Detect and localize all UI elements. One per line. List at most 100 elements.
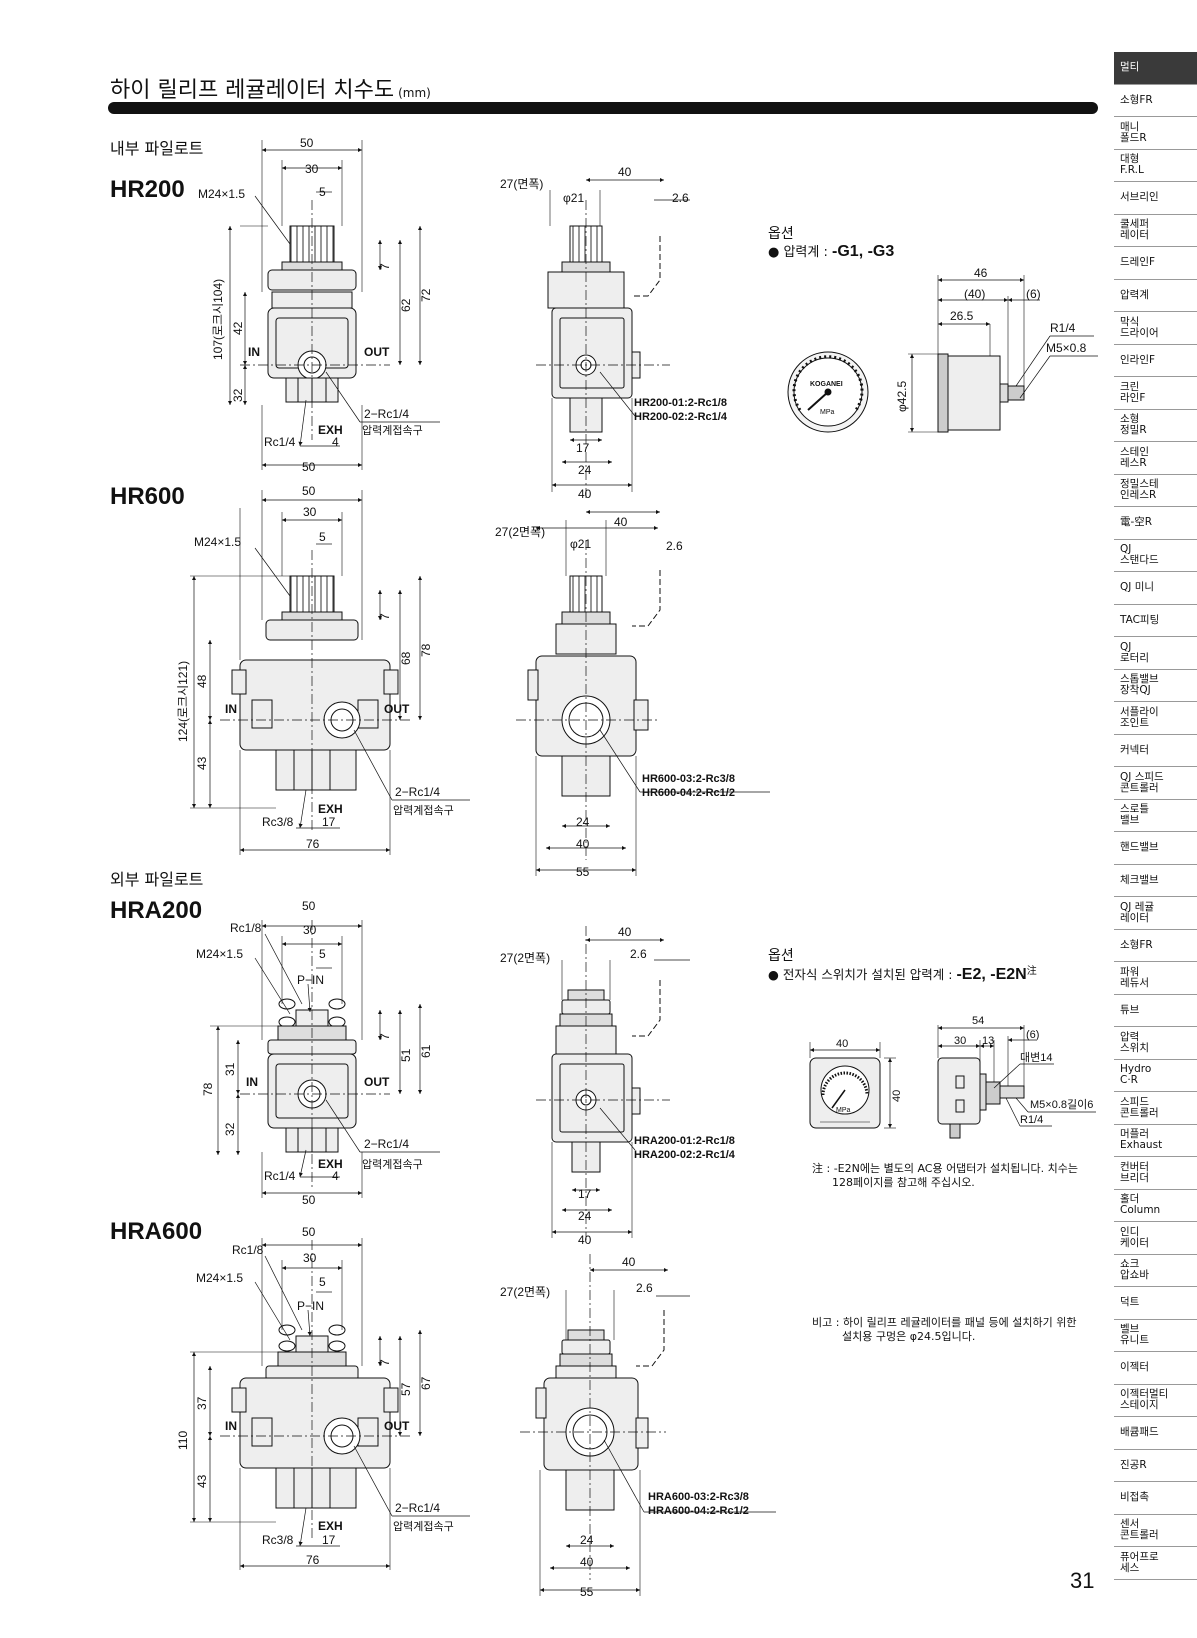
sidebar-item[interactable]: 서브리인	[1114, 182, 1197, 215]
hra600-d67: 67	[419, 1376, 433, 1390]
sidebar-item[interactable]: 센서 콘트롤러	[1114, 1514, 1197, 1547]
hr600-d48: 48	[195, 674, 209, 688]
sidebar-item[interactable]: 소형 정밀R	[1114, 409, 1197, 442]
sidebar-item[interactable]: QJ 레귤 레이터	[1114, 897, 1197, 930]
hra600-out-label: OUT	[384, 1419, 410, 1433]
hr200-side-d17: 17	[576, 441, 590, 455]
title-rule	[108, 102, 1098, 114]
sidebar-item[interactable]: 머플러 Exhaust	[1114, 1124, 1197, 1157]
sidebar-item[interactable]: 퓨어프로 세스	[1114, 1547, 1197, 1580]
sidebar-item[interactable]: 벨브 유니트	[1114, 1319, 1197, 1352]
sidebar-item[interactable]: 멀티	[1114, 52, 1197, 85]
hr600-phi21: φ21	[570, 537, 591, 551]
sidebar-item[interactable]: 컨버터 브리더	[1114, 1157, 1197, 1190]
sidebar-item[interactable]: TAC피팅	[1114, 604, 1197, 637]
sidebar-item[interactable]: 비접촉	[1114, 1482, 1197, 1515]
sidebar-item[interactable]: 인라인F	[1114, 344, 1197, 377]
hra600-rc38-label: Rc3/8	[262, 1533, 294, 1547]
hra600-rc18-label: Rc1/8	[232, 1243, 264, 1257]
sidebar-item[interactable]: 배큠패드	[1114, 1417, 1197, 1450]
model-hr200: HR200	[110, 176, 185, 203]
hra200-front-view	[210, 920, 440, 1198]
hra200-side-d17: 17	[578, 1187, 592, 1201]
option1-d46: 46	[974, 266, 988, 280]
hr200-side-d24: 24	[578, 463, 592, 477]
sidebar-item[interactable]: QJ 스피드 콘트롤러	[1114, 767, 1197, 800]
option2-front-d40v: 40	[891, 1090, 903, 1102]
page-title: 하이 릴리프 레귤레이터 치수도(mm)	[110, 78, 431, 103]
sidebar-item[interactable]: 電-空R	[1114, 507, 1197, 540]
hr200-d7: 7	[378, 263, 392, 270]
sidebar-item[interactable]: 압력계	[1114, 279, 1197, 312]
sidebar-item[interactable]: 쇼크 압쇼바	[1114, 1254, 1197, 1287]
option1-gauge-front-text: KOGANEI MPa	[810, 381, 843, 416]
hr600-h124: 124(로크시121)	[176, 661, 190, 742]
sidebar-item[interactable]: 스테인 레스R	[1114, 442, 1197, 475]
sidebar-item[interactable]: 스톱밸브 장착QJ	[1114, 669, 1197, 702]
sidebar-item[interactable]: 홀더 Column	[1114, 1189, 1197, 1222]
sidebar-item[interactable]: 스로틀 밸브	[1114, 799, 1197, 832]
sidebar-item[interactable]: 핸드밸브	[1114, 832, 1197, 865]
sidebar-item[interactable]: QJ 미니	[1114, 572, 1197, 605]
sidebar-item[interactable]: 커넥터	[1114, 734, 1197, 767]
hr600-exh-label: EXH	[318, 802, 343, 816]
hra200-d32: 32	[223, 1122, 237, 1136]
sidebar-item[interactable]: 정밀스테 인레스R	[1114, 474, 1197, 507]
hra600-side-d55: 55	[580, 1585, 594, 1599]
sidebar-item[interactable]: QJ 로터리	[1114, 637, 1197, 670]
option1-m5: M5×0.8	[1046, 341, 1087, 355]
hra600-port-04: HRA600-04:2-Rc1/2	[648, 1505, 749, 1517]
hr200-rc14-label: Rc1/4	[264, 435, 296, 449]
hr200-h107: 107(로크시104)	[211, 279, 225, 360]
sidebar-item[interactable]: 진공R	[1114, 1449, 1197, 1482]
hr200-gauge-port-label: 압력계접속구	[362, 424, 423, 437]
hr600-side-d40: 40	[614, 515, 628, 529]
hra600-d37: 37	[195, 1396, 209, 1410]
sidebar-item[interactable]: 이젝터	[1114, 1352, 1197, 1385]
hr600-gauge-port-label: 압력계접속구	[393, 804, 454, 817]
hr200-side-view	[536, 177, 690, 500]
hra200-in-label: IN	[246, 1075, 258, 1089]
sidebar-item[interactable]: 스피드 콘트롤러	[1114, 1092, 1197, 1125]
hra600-d5: 5	[319, 1275, 326, 1289]
hra200-d2-6: 2.6	[630, 947, 647, 961]
option2-d54: 54	[972, 1015, 984, 1027]
hr200-port-label: 2−Rc1/4	[364, 407, 409, 421]
hra200-d30: 30	[303, 923, 317, 937]
hr200-d42: 42	[231, 321, 245, 335]
hr600-d17: 17	[322, 815, 336, 829]
sidebar-item[interactable]: 이젝터멀티 스테이지	[1114, 1384, 1197, 1417]
sidebar-item[interactable]: 덕트	[1114, 1287, 1197, 1320]
option2-heading: 옵션	[768, 948, 794, 964]
sidebar-item[interactable]: 체크밸브	[1114, 864, 1197, 897]
hr200-d72: 72	[419, 288, 433, 302]
hra600-port-03: HRA600-03:2-Rc3/8	[648, 1491, 749, 1503]
model-hra600: HRA600	[110, 1218, 203, 1245]
sidebar-item[interactable]: 드레인F	[1114, 247, 1197, 280]
option2-m5: M5×0.8길이6	[1030, 1098, 1093, 1111]
hr200-front-labels: M24×1.5 50 30 5 IN OUT EXH 2−Rc1/4 압력계접속…	[198, 136, 433, 474]
sidebar-item[interactable]: 쿨세퍼 레이터	[1114, 214, 1197, 247]
sidebar-item[interactable]: 소형FR	[1114, 929, 1197, 962]
hr600-port-04: HR600-04:2-Rc1/2	[642, 787, 735, 799]
sidebar-item[interactable]: Hydro C·R	[1114, 1059, 1197, 1092]
sidebar-item[interactable]: 서플라이 조인트	[1114, 702, 1197, 735]
hra600-side-d40: 40	[622, 1255, 636, 1269]
sidebar-item[interactable]: QJ 스탠다드	[1114, 539, 1197, 572]
sidebar-item[interactable]: 대형 F.R.L	[1114, 149, 1197, 182]
hr600-d76: 76	[306, 837, 320, 851]
hra600-side-view	[520, 1254, 776, 1596]
hra600-d2-6: 2.6	[636, 1281, 653, 1295]
note-e2n: 注 : -E2N에는 별도의 AC용 어댑터가 설치됩니다. 치수는 128페이…	[812, 1162, 1078, 1189]
sidebar-item[interactable]: 인디 케이터	[1114, 1222, 1197, 1255]
page-number: 31	[1070, 1568, 1095, 1593]
sidebar-item[interactable]: 압력 스위치	[1114, 1027, 1197, 1060]
sidebar-item[interactable]: 파워 레듀서	[1114, 962, 1197, 995]
option1-d26-5: 26.5	[950, 309, 974, 323]
sidebar-item[interactable]: 크린 라인F	[1114, 377, 1197, 410]
sidebar-item[interactable]: 튜브	[1114, 994, 1197, 1027]
sidebar-item[interactable]: 소형FR	[1114, 84, 1197, 117]
hr600-d43: 43	[195, 756, 209, 770]
sidebar-item[interactable]: 매니 폴드R	[1114, 117, 1197, 150]
sidebar-item[interactable]: 막식 드라이어	[1114, 312, 1197, 345]
